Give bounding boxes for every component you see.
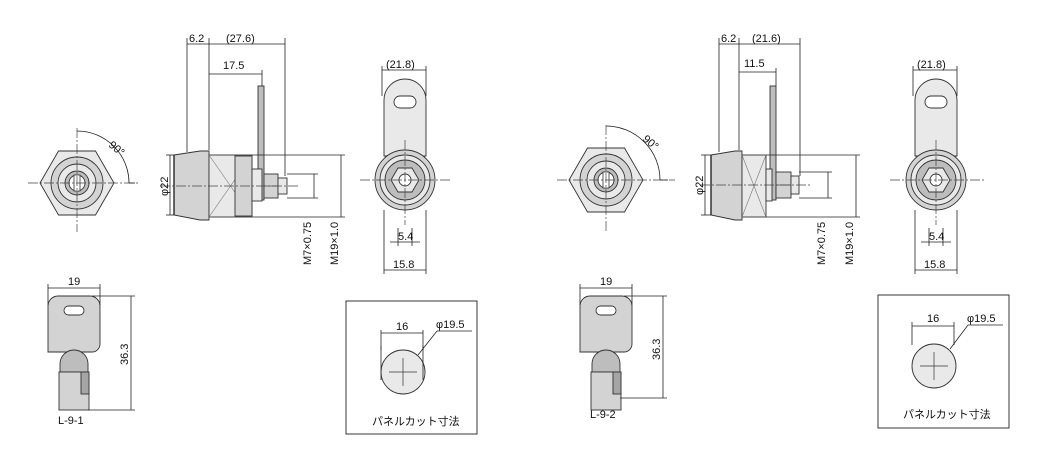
dim-m19: M19×1.0 [329,222,341,265]
dim-11-5: 11.5 [744,58,765,70]
key-left: 19 36.3 L-9-1 [47,276,135,427]
dim-6-2: 6.2 [189,33,204,45]
dim-21-8: (21.8) [917,59,946,71]
dim-15-8: 15.8 [924,259,945,271]
rear-view-right: (21.8) 5.4 15.8 [890,59,985,274]
dim-m7: M7×0.75 [302,222,314,265]
dim-5-4: 5.4 [398,231,413,243]
key-right: 19 36.3 L-9-2 [579,276,667,421]
dim-21-6: (21.6) [752,33,781,45]
front-view-left: 90° [28,128,140,232]
panel-cut-right: 16 φ19.5 パネルカット寸法 [877,294,1010,429]
dim-m7: M7×0.75 [816,222,828,265]
dim-36-3: 36.3 [651,339,663,360]
dim-m19: M19×1.0 [844,222,856,265]
variant-left: 90° 6.2 (27.6) [28,33,478,435]
side-view-left: 6.2 (27.6) 17.5 φ22 M7×0.75 M19×1.0 [159,33,345,265]
cut-label: パネルカット寸法 [903,407,991,421]
cut-dim-16: 16 [927,313,939,325]
variant-right: 90° 6.2 (21.6) 11.5 [557,33,1010,429]
dim-19: 19 [600,276,612,288]
caption-left: L-9-1 [58,415,84,427]
rotation-label: 90° [640,133,660,153]
side-view-right: 6.2 (21.6) 11.5 φ22 M7×0.75 M19×1.0 [694,33,860,265]
cut-dim-16: 16 [396,321,408,333]
rear-view-left: (21.8) 5.4 15.8 [360,59,450,274]
dim-phi22: φ22 [694,176,706,195]
dim-27-6: (27.6) [226,33,255,45]
front-view-right: 90° [557,125,675,232]
dim-phi22: φ22 [159,177,171,196]
cut-label: パネルカット寸法 [372,414,460,428]
caption-right: L-9-2 [590,409,616,421]
dim-6-2: 6.2 [721,33,736,45]
dim-19: 19 [68,276,80,288]
panel-cut-left: 16 φ19.5 パネルカット寸法 [345,300,478,435]
cut-dim-phi: φ19.5 [436,319,465,331]
cut-dim-phi: φ19.5 [967,313,996,325]
dim-17-5: 17.5 [223,60,244,72]
dim-15-8: 15.8 [393,259,414,271]
dim-5-4: 5.4 [929,231,944,243]
dim-21-8: (21.8) [386,59,415,71]
dim-36-3: 36.3 [119,344,131,365]
